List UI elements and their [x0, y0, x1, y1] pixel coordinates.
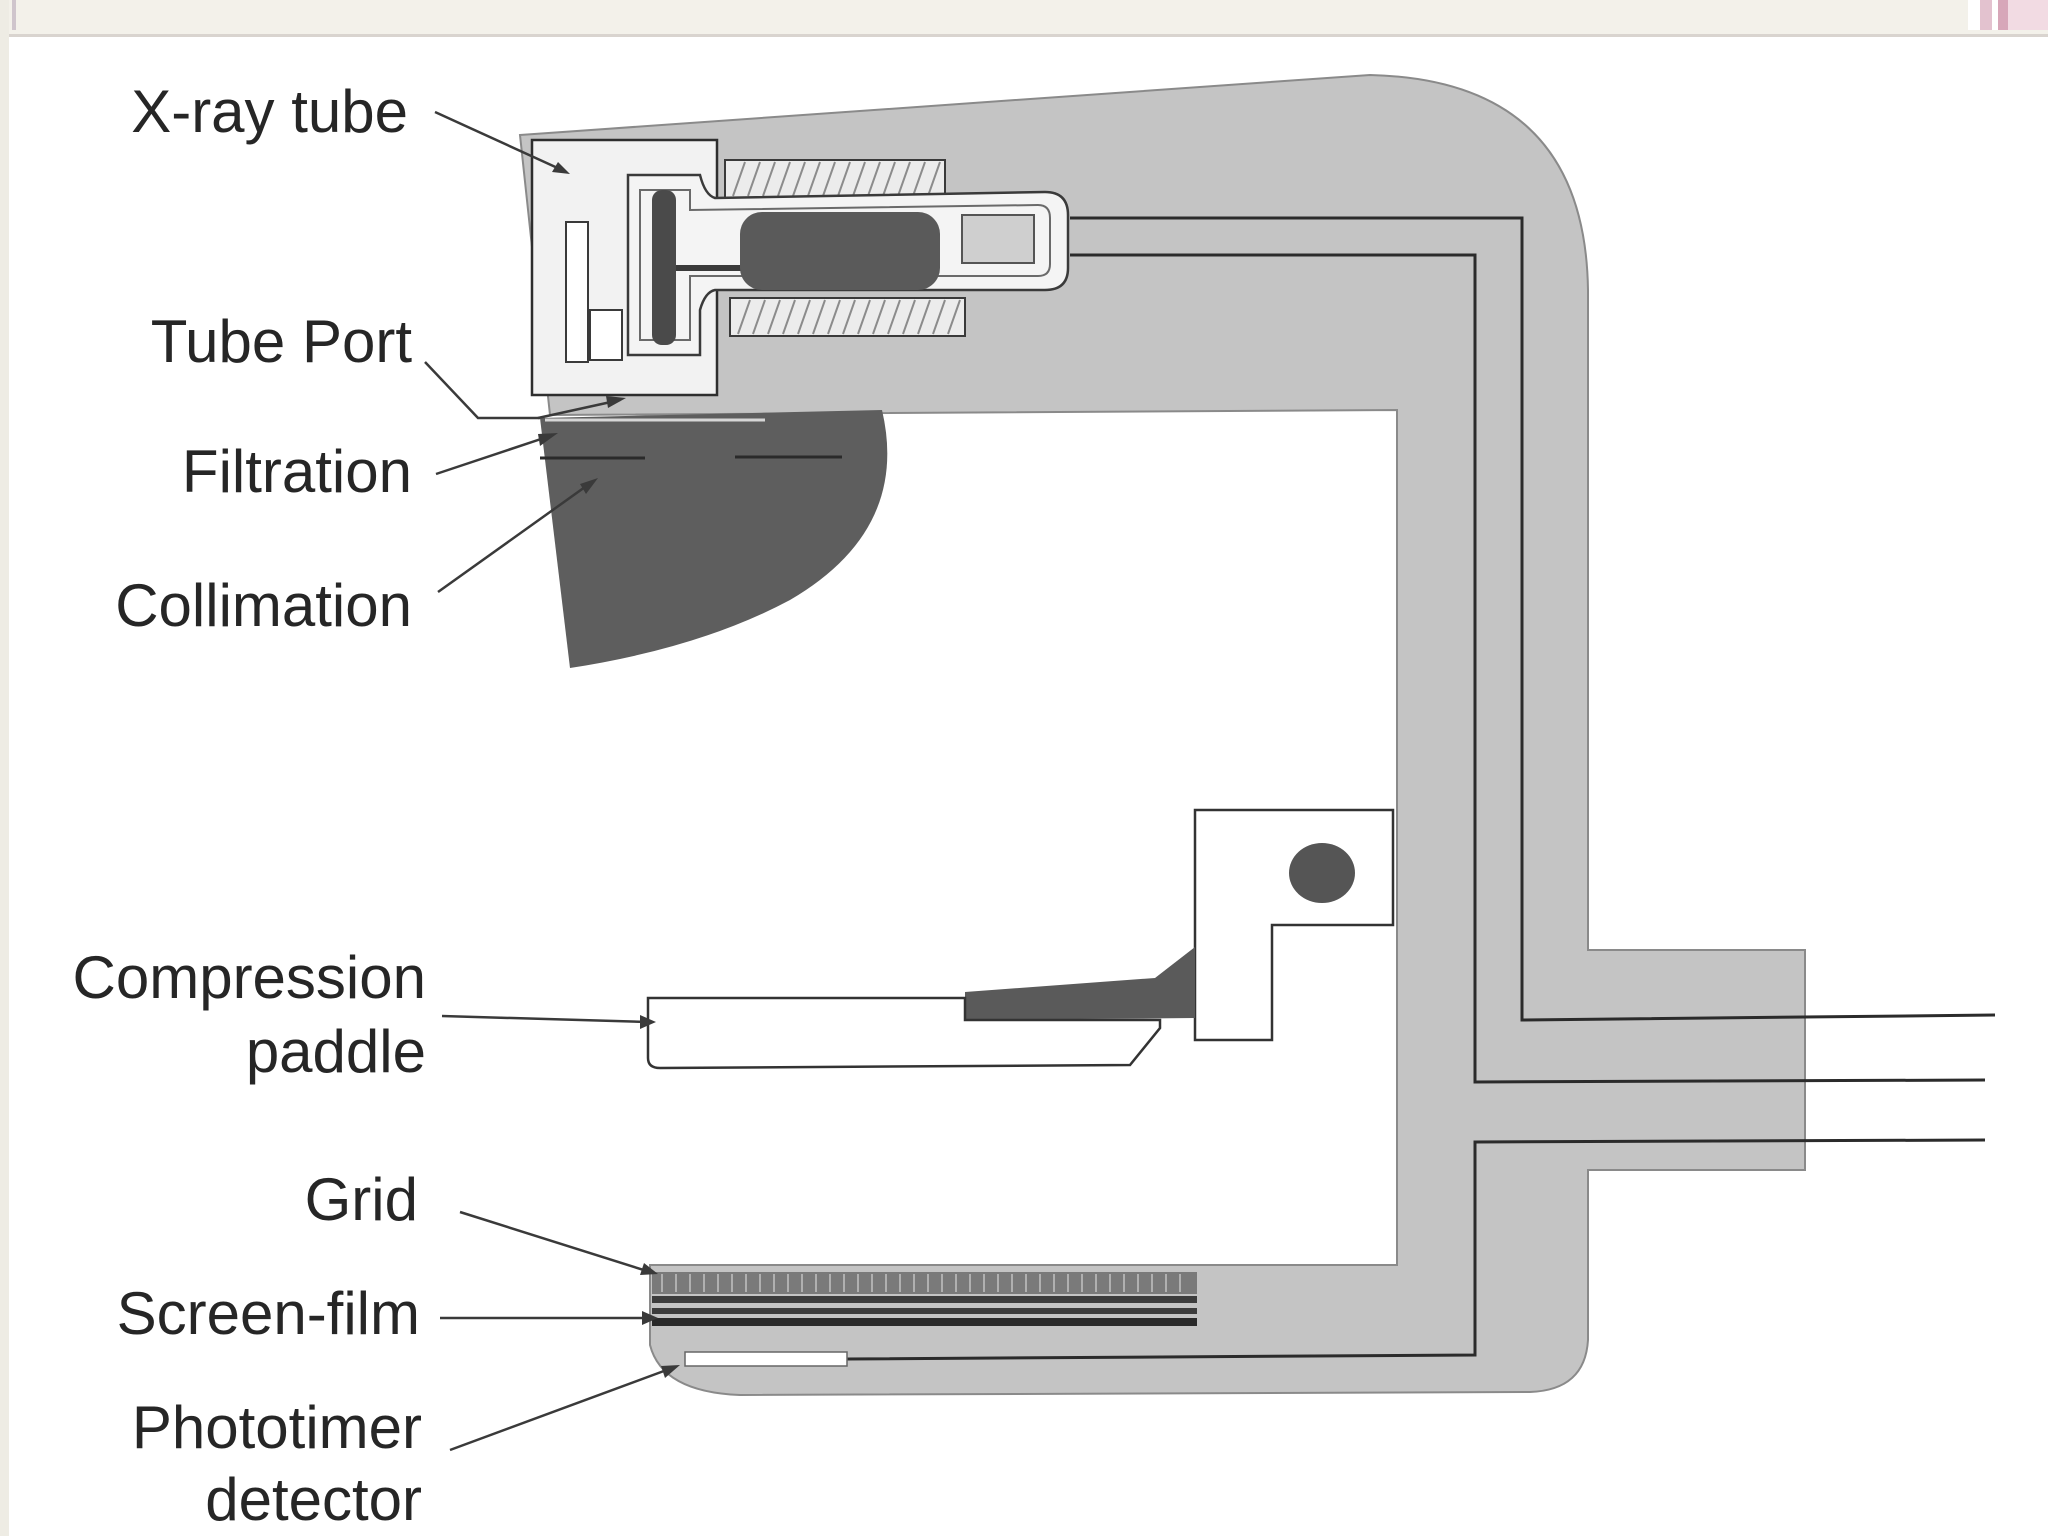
label-collimation: Collimation [115, 572, 412, 639]
anode [740, 212, 940, 290]
grid-bar [652, 1272, 1197, 1294]
screen-film-layer-1 [652, 1296, 1197, 1303]
top-right-mark [1968, 0, 2048, 30]
slide-left-border [0, 0, 9, 1536]
label-grid: Grid [305, 1166, 418, 1233]
compression-mount [1193, 808, 1395, 1042]
cable-1 [1070, 216, 1996, 1022]
tube-panel-small [589, 309, 623, 361]
screen-film-layer-2 [652, 1308, 1197, 1314]
slide-top-border [0, 0, 2048, 37]
collimation-beam [540, 410, 888, 668]
grid-slats [661, 1274, 1181, 1292]
label-phototimer-line2: detector [205, 1466, 422, 1533]
label-compression-line2: paddle [246, 1018, 426, 1085]
tube-panel [565, 221, 589, 363]
label-tube-port: Tube Port [151, 308, 413, 375]
label-phototimer-line1: Phototimer [132, 1394, 422, 1461]
screen-film-layer-3 [652, 1318, 1197, 1326]
top-left-mark [12, 0, 16, 30]
label-screen-film: Screen-film [117, 1280, 420, 1347]
label-xray-tube: X-ray tube [131, 78, 408, 145]
upper-coil-windings [732, 161, 941, 197]
mount-knob [1289, 843, 1355, 903]
label-compression-line1: Compression [73, 944, 426, 1011]
paddle-arm [965, 947, 1195, 1020]
cable-2 [1070, 253, 1986, 1084]
label-filtration: Filtration [182, 438, 412, 505]
cable-3 [689, 1138, 1986, 1362]
anode-rotor [961, 214, 1035, 264]
compression-paddle [646, 996, 1162, 1070]
phototimer-detector [684, 1351, 848, 1367]
tube-insert-inner [639, 189, 1051, 341]
lower-coil-windings [737, 299, 961, 335]
cathode-cup [652, 190, 676, 345]
pointer-lines [424, 110, 680, 1452]
